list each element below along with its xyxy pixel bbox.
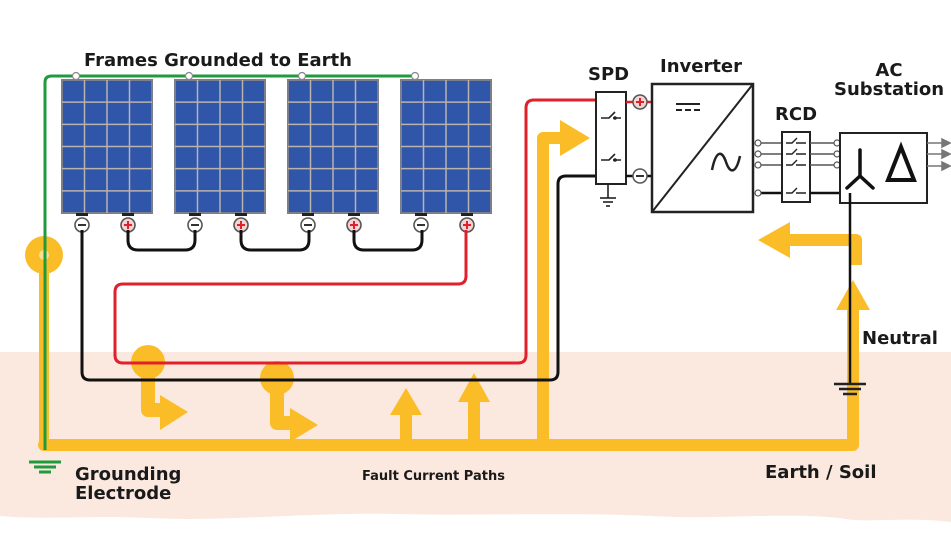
- rcd-box: [781, 131, 811, 203]
- fault-arrow-to-spd: [560, 120, 590, 156]
- series-link-2-3: [239, 230, 311, 252]
- frame-ground-clip: [297, 71, 307, 81]
- inverter-positive-terminal: [632, 94, 648, 110]
- ac-substation-label-line1: AC: [875, 60, 903, 81]
- terminal-mount: [461, 213, 473, 216]
- grounding-electrode-label: Grounding Electrode: [75, 464, 182, 504]
- terminal-mount: [235, 213, 247, 216]
- frames-grounded-label: Frames Grounded to Earth: [84, 50, 352, 71]
- rcd-label: RCD: [775, 104, 818, 125]
- terminal-mount: [302, 213, 314, 216]
- fault-path-return: [784, 234, 862, 265]
- inverter-output-terminals: [754, 139, 762, 197]
- negative-dc-wire: [80, 174, 598, 382]
- inverter-box: [650, 82, 755, 214]
- fault-path-bottom: [38, 374, 859, 451]
- solar-panel-1: [61, 71, 153, 233]
- terminal-mount: [122, 213, 134, 216]
- grounding-electrode-label-line2: Electrode: [75, 482, 172, 504]
- ac-substation-box: [839, 132, 928, 204]
- terminal-mount: [189, 213, 201, 216]
- fault-arrow-return-left: [758, 222, 790, 258]
- fault-arrow-up-2: [458, 373, 490, 402]
- earth-soil-label: Earth / Soil: [765, 462, 877, 483]
- fault-arrow-up-2-shaft: [468, 395, 480, 447]
- fault-leak-1: [131, 345, 188, 430]
- solar-panel-3: [287, 71, 379, 233]
- delta-symbol-icon: [885, 141, 917, 182]
- series-link-1-2: [126, 230, 197, 252]
- fault-leak-2: [260, 361, 318, 442]
- neutral-ground-symbol: [834, 382, 866, 396]
- fault-current-paths-label: Fault Current Paths: [362, 469, 505, 484]
- ac-sine-symbol-icon: [710, 152, 742, 172]
- terminal-mount: [348, 213, 360, 216]
- dc-symbol-icon: [676, 103, 700, 111]
- solar-panel-2: [174, 71, 266, 233]
- terminal-mount: [415, 213, 427, 216]
- wye-symbol-icon: [845, 148, 875, 190]
- fault-arrow-neutral-up: [836, 280, 870, 310]
- neutral-label: Neutral: [862, 328, 938, 349]
- frame-ground-clip: [71, 71, 81, 81]
- grounding-electrode-symbol: [29, 460, 61, 474]
- frame-ground-wire: [43, 74, 415, 450]
- positive-dc-wire: [113, 98, 598, 365]
- spd-label: SPD: [588, 64, 630, 85]
- ac-substation-label: AC Substation: [834, 60, 945, 100]
- inverter-label: Inverter: [660, 56, 743, 77]
- ac-substation-label-line2: Substation: [834, 78, 945, 100]
- inverter-negative-terminal: [632, 168, 648, 184]
- fault-arrow-up-1-shaft: [400, 410, 412, 447]
- series-link-3-4: [352, 230, 424, 252]
- substation-output-arrows: [927, 137, 951, 172]
- terminal-mount: [76, 213, 88, 216]
- spd-box: [595, 91, 627, 207]
- frame-ground-clip: [410, 71, 420, 81]
- grounding-electrode-label-line1: Grounding: [75, 464, 182, 485]
- solar-panel-4: [400, 71, 492, 233]
- fault-arrow-up-1: [390, 388, 422, 415]
- frame-ground-clip: [184, 71, 194, 81]
